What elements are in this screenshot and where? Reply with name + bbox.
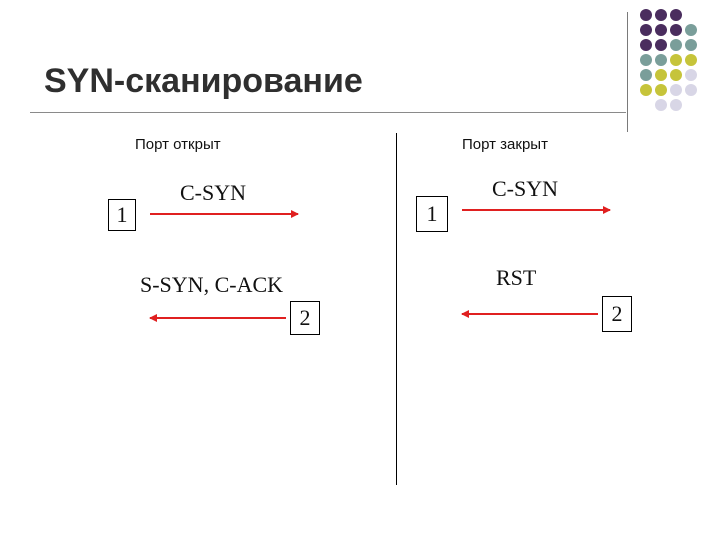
decorative-vertical-rule — [627, 12, 628, 132]
decor-dot — [655, 84, 667, 96]
decor-dot — [640, 84, 652, 96]
closed-port-step2-label: RST — [496, 265, 537, 290]
decor-dot — [685, 84, 697, 96]
decor-dot — [670, 24, 682, 36]
decor-dot — [655, 99, 667, 111]
open-port-header: Порт открыт — [135, 136, 221, 153]
decor-dot — [640, 9, 652, 21]
decor-dot — [640, 69, 652, 81]
decor-dot — [640, 24, 652, 36]
decor-dot — [670, 54, 682, 66]
closed-port-step1-number: 1 — [416, 196, 448, 232]
decor-dot — [640, 54, 652, 66]
decor-dot — [655, 69, 667, 81]
decor-dot — [655, 24, 667, 36]
decor-dot — [670, 99, 682, 111]
decor-dot — [655, 54, 667, 66]
decor-dot — [685, 54, 697, 66]
title-underline — [30, 112, 626, 113]
decor-dot — [670, 69, 682, 81]
closed-port-step2-number: 2 — [602, 296, 632, 332]
decor-dot — [685, 39, 697, 51]
decor-dot — [640, 39, 652, 51]
slide-title: SYN-сканирование — [44, 62, 363, 100]
open-port-step2-number: 2 — [290, 301, 320, 335]
decor-dot — [655, 39, 667, 51]
decor-dot — [685, 24, 697, 36]
center-divider-line — [396, 133, 397, 485]
closed-port-header: Порт закрыт — [462, 136, 548, 153]
decor-dot — [670, 9, 682, 21]
decor-dot — [670, 84, 682, 96]
open-port-step1-number: 1 — [108, 199, 136, 231]
closed-port-step1-label: C-SYN — [492, 176, 559, 201]
decor-dot — [655, 9, 667, 21]
open-port-step2-label: S-SYN, C-ACK — [140, 272, 284, 297]
open-port-step1-label: C-SYN — [180, 180, 247, 205]
decor-dot — [670, 39, 682, 51]
decor-dot — [685, 69, 697, 81]
